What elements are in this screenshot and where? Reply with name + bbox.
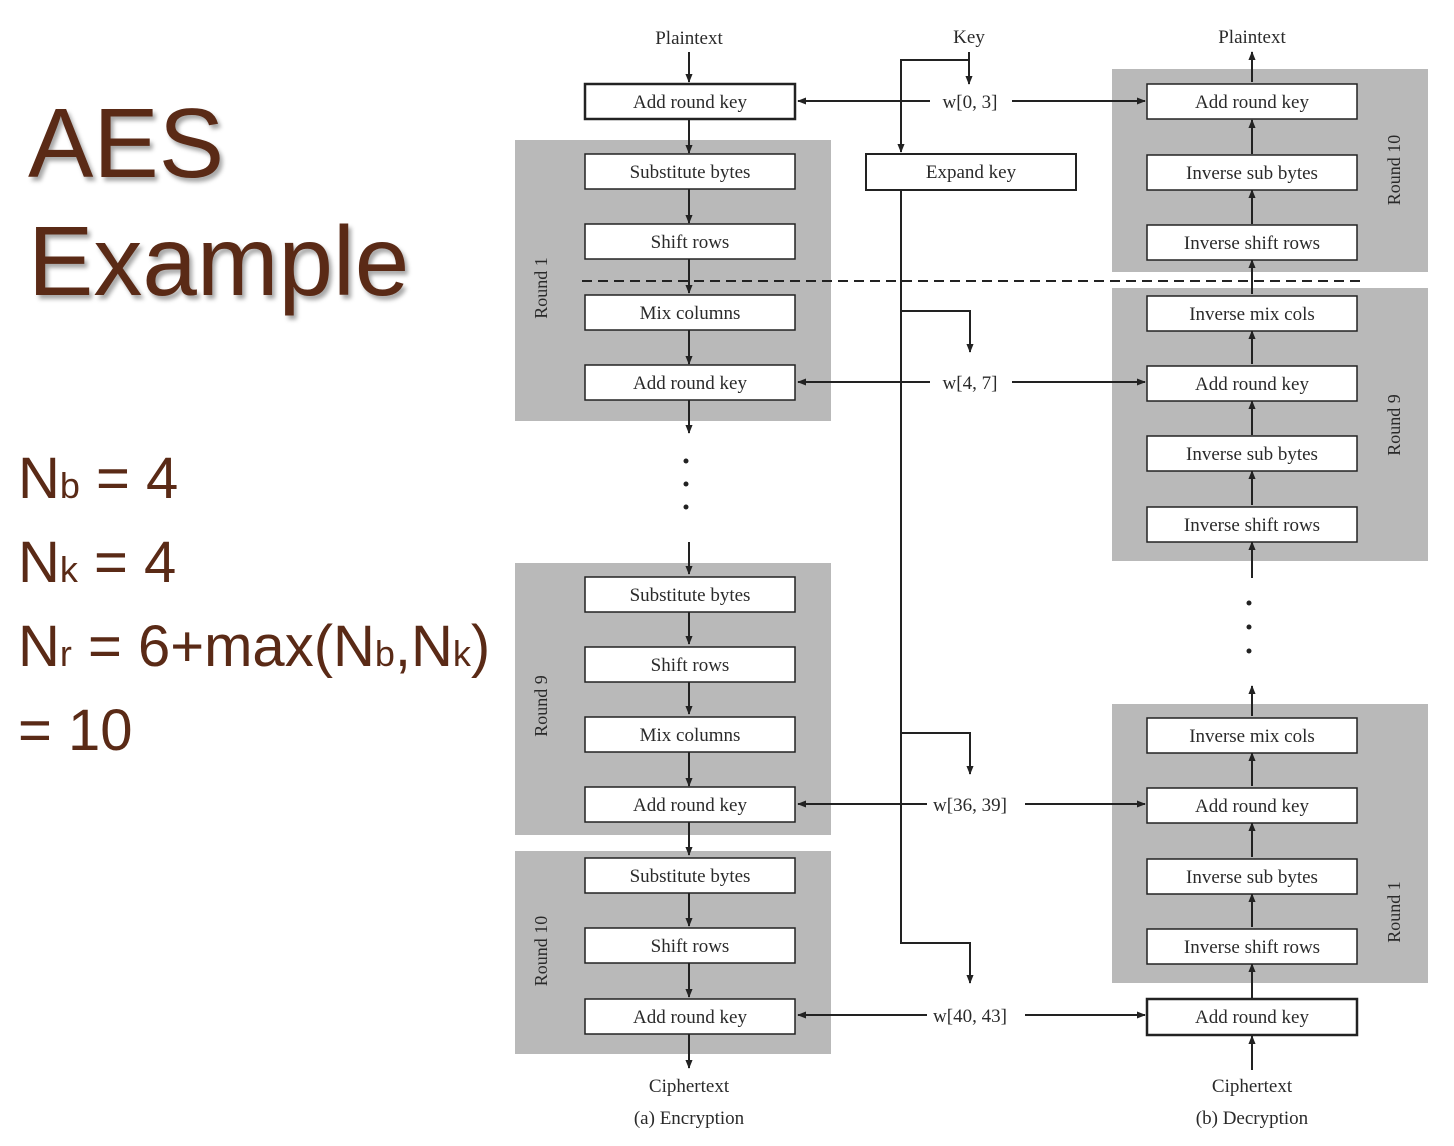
enc-caption: (a) Encryption <box>634 1108 745 1129</box>
dec-initial-stage: Add round key <box>1145 997 1359 1037</box>
svg-text:Substitute bytes: Substitute bytes <box>630 162 751 183</box>
svg-text:Shift rows: Shift rows <box>651 936 730 957</box>
param-nr-result: = 10 <box>18 698 133 763</box>
dec-round-10-label: Round 10 <box>1384 135 1404 206</box>
svg-text:Add round key: Add round key <box>633 92 747 113</box>
svg-text:Shift rows: Shift rows <box>651 232 730 253</box>
enc-r9-stage-1: Substitute bytes <box>584 576 796 613</box>
svg-text:Substitute bytes: Substitute bytes <box>630 866 751 887</box>
dec-r1-stage-1: Inverse mix cols <box>1146 717 1358 754</box>
svg-text:Add round key: Add round key <box>1195 796 1309 817</box>
dec-input-label: Ciphertext <box>1212 1076 1293 1097</box>
dec-r1-stage-2: Add round key <box>1146 787 1358 824</box>
enc-input-label: Plaintext <box>655 28 723 49</box>
dec-r9-stage-1: Inverse mix cols <box>1146 295 1358 332</box>
title-line-2: Example <box>28 206 410 316</box>
title-line-1: AES <box>28 88 225 198</box>
enc-ellipsis-dot <box>683 504 689 510</box>
enc-r10-stage-2: Shift rows <box>584 927 796 964</box>
svg-text:Inverse sub bytes: Inverse sub bytes <box>1186 444 1318 465</box>
svg-text:Inverse mix cols: Inverse mix cols <box>1189 726 1315 747</box>
svg-text:Add round key: Add round key <box>633 1007 747 1028</box>
svg-text:Inverse sub bytes: Inverse sub bytes <box>1186 163 1318 184</box>
dec-round-9-label: Round 9 <box>1384 394 1404 456</box>
key-word-3: w[40, 43] <box>933 1006 1007 1027</box>
enc-output-label: Ciphertext <box>649 1076 730 1097</box>
svg-text:Mix columns: Mix columns <box>640 303 741 324</box>
dec-r10-stage-3: Inverse shift rows <box>1146 224 1358 261</box>
enc-round-10-label: Round 10 <box>531 916 551 987</box>
svg-text:Inverse mix cols: Inverse mix cols <box>1189 304 1315 325</box>
enc-r9-stage-4: Add round key <box>584 786 796 823</box>
enc-initial-stage: Add round key <box>583 82 797 121</box>
svg-text:Add round key: Add round key <box>633 795 747 816</box>
enc-r1-stage-1: Substitute bytes <box>584 153 796 190</box>
enc-r10-stage-1: Substitute bytes <box>584 857 796 894</box>
svg-text:Add round key: Add round key <box>1195 1007 1309 1028</box>
svg-text:Shift rows: Shift rows <box>651 655 730 676</box>
enc-round-9-label: Round 9 <box>531 675 551 737</box>
svg-text:Expand key: Expand key <box>926 162 1017 183</box>
expand-key-box: Expand key <box>865 153 1077 191</box>
key-word-0: w[0, 3] <box>943 92 998 113</box>
svg-text:Add round key: Add round key <box>1195 374 1309 395</box>
dec-ellipsis-dot <box>1246 648 1252 654</box>
svg-text:Add round key: Add round key <box>633 373 747 394</box>
dec-r9-stage-2: Add round key <box>1146 365 1358 402</box>
enc-r9-stage-3: Mix columns <box>584 716 796 753</box>
svg-text:Add round key: Add round key <box>1195 92 1309 113</box>
dec-round-1-label: Round 1 <box>1384 881 1404 943</box>
enc-r1-stage-4: Add round key <box>584 364 796 401</box>
enc-round-1-label: Round 1 <box>531 257 551 319</box>
svg-text:Inverse shift rows: Inverse shift rows <box>1184 515 1320 536</box>
enc-r1-stage-2: Shift rows <box>584 223 796 260</box>
enc-ellipsis-dot <box>683 481 689 487</box>
dec-r10-stage-1: Add round key <box>1146 83 1358 120</box>
svg-text:Inverse sub bytes: Inverse sub bytes <box>1186 867 1318 888</box>
dec-r9-stage-4: Inverse shift rows <box>1146 506 1358 543</box>
enc-r9-stage-2: Shift rows <box>584 646 796 683</box>
dec-caption: (b) Decryption <box>1196 1108 1309 1129</box>
param-nb: Nb = 4 <box>18 446 179 511</box>
parameter-list: Nb = 4 Nk = 4 Nr = 6+max(Nb,Nk) = 10 <box>18 440 490 769</box>
dec-r1-stage-3: Inverse sub bytes <box>1146 858 1358 895</box>
key-word-2: w[36, 39] <box>933 795 1007 816</box>
param-nk: Nk = 4 <box>18 530 177 595</box>
param-nr: Nr = 6+max(Nb,Nk) <box>18 614 491 679</box>
dec-r1-stage-4: Inverse shift rows <box>1146 928 1358 965</box>
key-word-1: w[4, 7] <box>943 373 998 394</box>
svg-text:Inverse shift rows: Inverse shift rows <box>1184 937 1320 958</box>
enc-r10-stage-3: Add round key <box>584 998 796 1035</box>
dec-r9-stage-3: Inverse sub bytes <box>1146 435 1358 472</box>
svg-text:Inverse shift rows: Inverse shift rows <box>1184 233 1320 254</box>
enc-r1-stage-3: Mix columns <box>584 294 796 331</box>
key-input-label: Key <box>953 27 985 48</box>
dec-ellipsis-dot <box>1246 624 1252 630</box>
slide-title: AES Example <box>28 84 409 320</box>
dec-r10-stage-2: Inverse sub bytes <box>1146 154 1358 191</box>
svg-text:Mix columns: Mix columns <box>640 725 741 746</box>
dec-output-label: Plaintext <box>1218 27 1286 48</box>
enc-ellipsis-dot <box>683 458 689 464</box>
dec-ellipsis-dot <box>1246 600 1252 606</box>
svg-text:Substitute bytes: Substitute bytes <box>630 585 751 606</box>
